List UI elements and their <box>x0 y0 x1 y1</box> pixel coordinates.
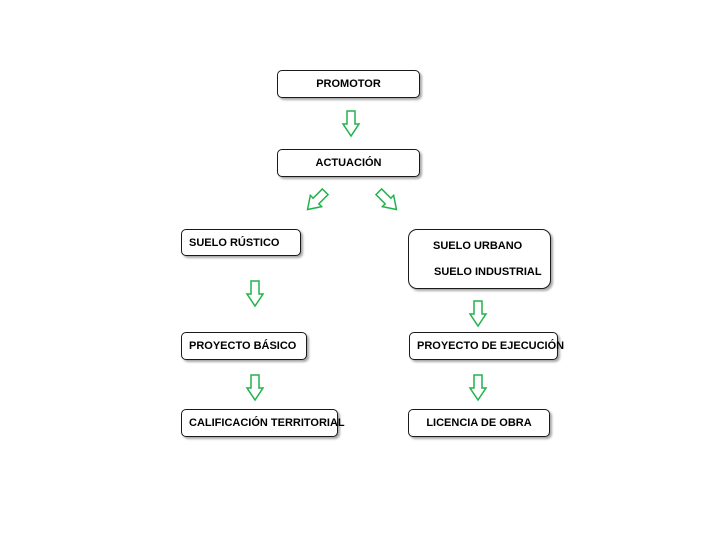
node-calificacion-territorial-label: CALIFICACIÓN TERRITORIAL <box>189 417 345 429</box>
node-proyecto-ejecucion: PROYECTO DE EJECUCIÓN <box>409 332 564 360</box>
node-actuacion-label: ACTUACIÓN <box>315 157 382 169</box>
node-licencia-obra: LICENCIA DE OBRA <box>408 409 550 437</box>
arrow-rustico-basico-icon <box>246 280 264 307</box>
node-promotor-label: PROMOTOR <box>316 78 381 90</box>
node-suelo-rustico-label: SUELO RÚSTICO <box>189 236 280 249</box>
node-proyecto-ejecucion-label: PROYECTO DE EJECUCIÓN <box>417 340 565 352</box>
arrow-basico-calificacion-icon <box>246 374 264 401</box>
node-promotor: PROMOTOR <box>277 70 420 98</box>
arrow-ejecucion-licencia-icon <box>469 374 487 401</box>
node-calificacion-territorial: CALIFICACIÓN TERRITORIAL <box>181 409 345 437</box>
node-suelo-industrial-label: SUELO INDUSTRIAL <box>434 265 542 278</box>
node-suelo-urbano-industrial: SUELO URBANO SUELO INDUSTRIAL <box>408 229 551 289</box>
node-proyecto-basico: PROYECTO BÁSICO <box>181 332 307 360</box>
node-suelo-rustico: SUELO RÚSTICO <box>181 229 301 256</box>
arrow-actuacion-urbano-icon <box>372 185 403 216</box>
arrow-urbano-ejecucion-icon <box>469 300 487 327</box>
arrow-actuacion-rustico-icon <box>301 185 332 216</box>
node-suelo-urbano-label: SUELO URBANO <box>433 239 523 252</box>
node-actuacion: ACTUACIÓN <box>277 149 420 177</box>
node-proyecto-basico-label: PROYECTO BÁSICO <box>189 340 297 352</box>
node-licencia-obra-label: LICENCIA DE OBRA <box>426 417 532 429</box>
arrow-promotor-actuacion-icon <box>342 110 360 137</box>
